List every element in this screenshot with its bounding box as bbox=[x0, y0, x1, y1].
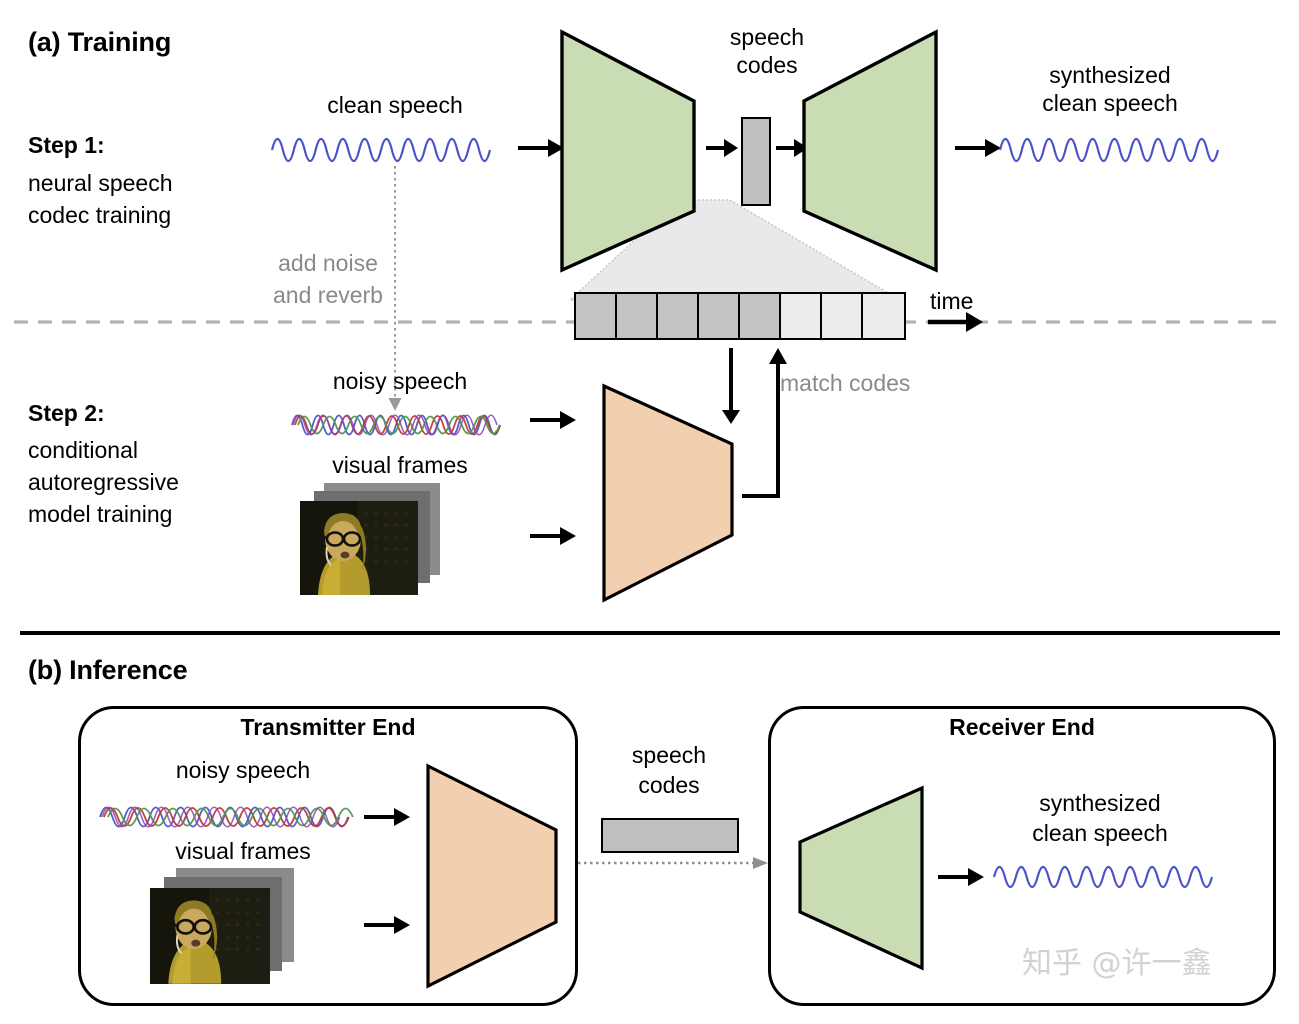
section-title-training: (a) Training bbox=[28, 27, 172, 57]
step1-label: Step 1: bbox=[28, 132, 105, 158]
arrow-noisy-to-model-inference bbox=[364, 808, 410, 826]
noisy-speech-label-training: noisy speech bbox=[332, 368, 468, 394]
autoregressive-model-trapezoid-training bbox=[602, 383, 734, 603]
clean-speech-waveform bbox=[270, 137, 492, 163]
arrow-decoder-to-output-inference bbox=[938, 868, 984, 886]
channel-speech-codes-bar bbox=[601, 818, 739, 853]
synthesized-label-inference-line1: synthesized bbox=[1039, 790, 1161, 816]
arrow-clean-to-encoder bbox=[518, 139, 564, 157]
step2-body-line2: autoregressive bbox=[28, 469, 179, 495]
code-cell bbox=[863, 294, 904, 338]
step1-body-line2: codec training bbox=[28, 202, 172, 228]
section-title-inference: (b) Inference bbox=[28, 655, 188, 685]
synthesized-speech-waveform bbox=[998, 137, 1220, 163]
arrow-encoder-to-codes bbox=[706, 139, 738, 157]
visual-frames-label-inference: visual frames bbox=[175, 838, 311, 864]
noisy-speech-waveform-inference bbox=[99, 806, 354, 828]
transmitter-model-trapezoid bbox=[426, 763, 558, 989]
receiver-decoder-trapezoid bbox=[798, 785, 924, 971]
visual-frames-stack-training bbox=[300, 483, 440, 599]
watermark: 知乎 @许一鑫 bbox=[1022, 946, 1212, 981]
synthesized-label-line2: clean speech bbox=[1042, 90, 1178, 116]
channel-speech-codes-label-line1: speech bbox=[631, 742, 707, 768]
code-cell bbox=[740, 294, 781, 338]
channel-speech-codes-label-line2: codes bbox=[638, 772, 700, 798]
synthesized-label-line1: synthesized bbox=[1049, 62, 1171, 88]
synthesized-label-inference-line2: clean speech bbox=[1032, 820, 1168, 846]
code-cell bbox=[699, 294, 740, 338]
noisy-speech-label-inference: noisy speech bbox=[175, 757, 311, 783]
clean-speech-label: clean speech bbox=[327, 92, 463, 118]
arrow-codes-down-to-model bbox=[722, 348, 740, 424]
step2-body-line3: model training bbox=[28, 501, 173, 527]
arrow-codes-to-decoder bbox=[776, 139, 808, 157]
code-cell bbox=[781, 294, 822, 338]
speech-codes-label-line1: speech bbox=[729, 24, 805, 50]
speech-encoder-trapezoid bbox=[560, 29, 696, 273]
receiver-end-title: Receiver End bbox=[949, 714, 1095, 740]
time-axis-label: time bbox=[930, 288, 974, 314]
add-noise-note-line2: and reverb bbox=[273, 282, 383, 308]
arrow-match-codes bbox=[742, 348, 787, 498]
match-codes-label: match codes bbox=[780, 370, 911, 396]
transmitter-end-title: Transmitter End bbox=[240, 714, 416, 740]
section-divider bbox=[20, 631, 1280, 635]
time-axis-arrow bbox=[928, 312, 983, 332]
speech-decoder-trapezoid bbox=[802, 29, 938, 273]
code-strip bbox=[574, 292, 906, 340]
arrow-visual-to-model-training bbox=[530, 527, 576, 545]
step2-body-line1: conditional bbox=[28, 437, 138, 463]
speaker-thumbnail bbox=[300, 501, 418, 595]
video-frame-front bbox=[150, 888, 270, 984]
noisy-speech-waveform-training bbox=[291, 414, 502, 436]
code-cell bbox=[617, 294, 658, 338]
synthesized-speech-waveform-inference bbox=[992, 865, 1214, 889]
video-frame-front bbox=[300, 501, 418, 595]
speech-codes-bar bbox=[741, 117, 771, 206]
visual-frames-label-training: visual frames bbox=[332, 452, 468, 478]
arrow-noisy-to-model-training bbox=[530, 411, 576, 429]
code-cell bbox=[822, 294, 863, 338]
step2-label: Step 2: bbox=[28, 400, 105, 426]
code-cell bbox=[576, 294, 617, 338]
visual-frames-stack-inference bbox=[150, 868, 294, 988]
add-noise-dotted-arrow bbox=[388, 166, 402, 411]
add-noise-note-line1: add noise bbox=[278, 250, 378, 276]
arrow-visual-to-model-inference bbox=[364, 916, 410, 934]
transmission-dotted-arrow bbox=[578, 857, 768, 869]
speech-codes-label-line2: codes bbox=[736, 52, 798, 78]
speaker-thumbnail bbox=[150, 888, 270, 984]
step1-body-line1: neural speech bbox=[28, 170, 173, 196]
arrow-decoder-to-output bbox=[955, 139, 1001, 157]
code-cell bbox=[658, 294, 699, 338]
